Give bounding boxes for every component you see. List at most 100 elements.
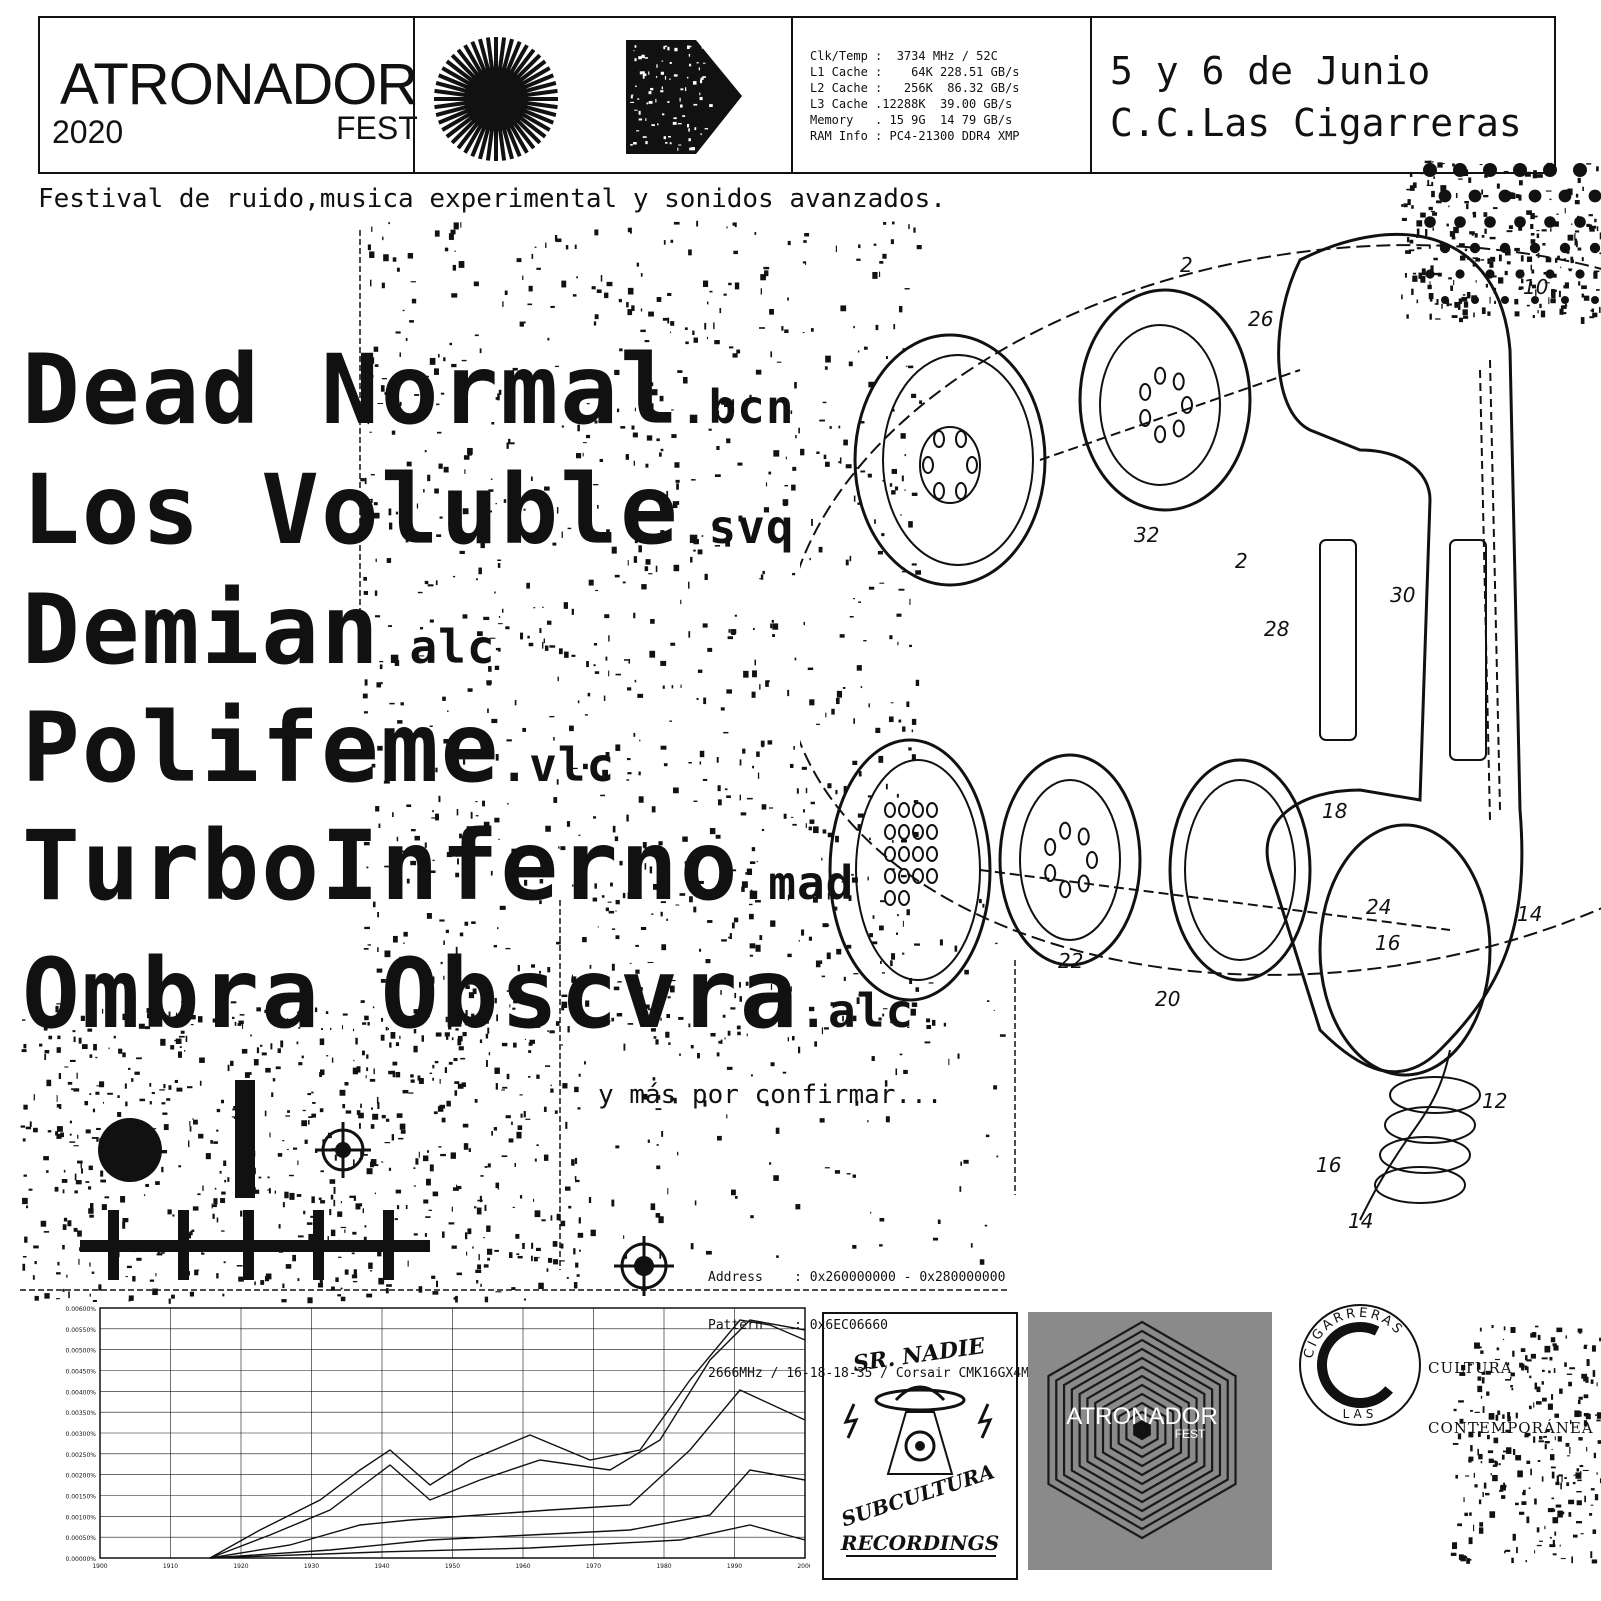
graph-x-tick: 1970 [586, 1563, 601, 1570]
play-arrow-icon [626, 40, 742, 154]
header-box: ATRONADOR 2020 FEST Clk/Temp : 3734 MHz … [38, 16, 1556, 174]
spec-line: L3 Cache .12288K 39.00 GB/s [810, 97, 1013, 111]
graph-x-tick: 1990 [727, 1563, 742, 1570]
artist-city: .svq [679, 500, 795, 554]
graph-y-tick: 0.00400% [65, 1389, 96, 1396]
sr-nadie-top: SR. NADIE [851, 1333, 987, 1377]
diagram-part-label: 30 [1390, 583, 1415, 607]
diagram-frame-oval [800, 244, 1601, 976]
cc-line: CULTURA [1428, 1359, 1513, 1377]
sponsor-sr-nadie: SR. NADIE SUBCULTURA RECORDINGS [822, 1312, 1018, 1580]
graph-y-tick: 0.00050% [65, 1535, 96, 1542]
festival-tagline: Festival de ruido,musica experimental y … [38, 184, 946, 214]
event-date: 5 y 6 de Junio [1110, 49, 1431, 93]
graph-y-tick: 0.00350% [65, 1410, 96, 1417]
artist-name: Dead Normal [22, 334, 680, 446]
graph-x-tick: 1960 [515, 1563, 530, 1570]
graph-x-tick: 1920 [233, 1563, 248, 1570]
diagram-part-label: 10 [1523, 275, 1548, 299]
sr-nadie-mid: SUBCULTURA [838, 1459, 997, 1531]
artist-name: Ombra Obscvra [22, 938, 800, 1050]
artist-row: Demian.alc [22, 582, 496, 678]
graph-y-tick: 0.00500% [65, 1348, 96, 1355]
more-to-confirm: y más por confirmar... [598, 1080, 943, 1110]
graph-y-tick: 0.00600% [65, 1306, 96, 1313]
graph-x-tick: 2000 [797, 1563, 810, 1570]
graph-x-tick: 1950 [445, 1563, 460, 1570]
graph-y-tick: 0.00150% [65, 1494, 96, 1501]
dot-icon [98, 1118, 162, 1182]
artist-row: Polifeme.vlc [22, 700, 615, 796]
cc-line: CONTEMPORÁNEA [1428, 1419, 1594, 1437]
graph-y-tick: 0.00300% [65, 1431, 96, 1438]
spec-line: Memory . 15 9G 14 79 GB/s [810, 113, 1013, 127]
decorative-symbols [80, 1080, 430, 1280]
diagram-part-label: 14 [1517, 902, 1542, 926]
diagram-part-label: 2 [1235, 549, 1248, 573]
festival-logo-year: 2020 [52, 114, 124, 150]
graph-x-tick: 1930 [304, 1563, 319, 1570]
sr-nadie-bottom: RECORDINGS [840, 1531, 999, 1555]
cultura-contemporanea: CULTURA CONTEMPORÁNEA [1428, 1318, 1594, 1458]
artist-city: .bcn [679, 380, 795, 434]
sponsor-atronador: ATRONADOR FEST [1028, 1312, 1272, 1570]
artist-city: .mad [739, 856, 855, 910]
spec-line: L1 Cache : 64K 228.51 GB/s [810, 65, 1020, 79]
graph-y-tick: 0.00250% [65, 1452, 96, 1459]
diagram-part-label: 24 [1366, 895, 1391, 919]
cigarreras-logo: CIGARRERAS LAS [1299, 1304, 1421, 1426]
graph-x-tick: 1980 [656, 1563, 671, 1570]
spec-line: RAM Info : PC4-21300 DDR4 XMP [810, 129, 1020, 143]
graph-y-tick: 0.00000% [65, 1556, 96, 1563]
festival-logo-title: ATRONADOR [60, 52, 418, 117]
diagram-part-label: 14 [1348, 1209, 1373, 1233]
spec-line: Clk/Temp : 3734 MHz / 52C [810, 49, 998, 63]
target-icon [614, 1236, 674, 1296]
graph-x-tick: 1910 [163, 1563, 178, 1570]
graph-y-tick: 0.00550% [65, 1327, 96, 1334]
artist-city: .alc [799, 984, 915, 1038]
diagram-part-label: 18 [1322, 799, 1347, 823]
diagram-part-label: 16 [1375, 931, 1400, 955]
ngram-graph: 0.00000% 0.00050% 0.00100% 0.00150% 0.00200%… [65, 1306, 810, 1570]
graph-y-tick: 0.00200% [65, 1473, 96, 1480]
artist-row: Ombra Obscvra.alc [22, 946, 914, 1042]
festival-logo-fest: FEST [336, 110, 418, 146]
artist-row: TurboInferno.mad [22, 818, 854, 914]
artist-name: Polifeme [22, 692, 501, 804]
artist-name: Los Voluble [22, 454, 680, 566]
graph-series-line [209, 1319, 806, 1559]
lightning-icon [843, 1403, 859, 1439]
lightning-icon [977, 1403, 993, 1439]
artist-city: .vlc [500, 738, 616, 792]
graph-y-tick: 0.00450% [65, 1369, 96, 1376]
spec-line: L2 Cache : 256K 86.32 GB/s [810, 81, 1020, 95]
diagram-part-label: 2 [1180, 253, 1193, 277]
graph-series-line [209, 1469, 806, 1559]
artist-name: TurboInferno [22, 810, 740, 922]
memory-line: Address : 0x260000000 - 0x280000000 [708, 1270, 1006, 1285]
diagram-part-label: 22 [1058, 949, 1083, 973]
memory-line: 2666MHz / 16-18-18-35 / Corsair CMK16GX4… [708, 1366, 1061, 1381]
system-specs: Clk/Temp : 3734 MHz / 52C L1 Cache : 64K… [810, 48, 1020, 144]
graph-series-line [209, 1319, 806, 1559]
diagram-part-label: 12 [1482, 1089, 1507, 1113]
header-divider [413, 18, 415, 172]
diagram-part-label: 20 [1155, 987, 1180, 1011]
diagram-part-label: 26 [1248, 307, 1273, 331]
graph-x-tick: 1940 [374, 1563, 389, 1570]
graph-y-tick: 0.00100% [65, 1514, 96, 1521]
cigarreras-las: LAS [1343, 1407, 1378, 1421]
header-divider [791, 18, 793, 172]
atronador-logo-sub: FEST [1175, 1427, 1206, 1441]
artist-row: Dead Normal.bcn [22, 342, 795, 438]
event-venue: C.C.Las Cigarreras [1110, 101, 1522, 145]
sunburst-icon [434, 37, 558, 161]
graph-series-line [209, 1524, 806, 1559]
graph-series-line [209, 1389, 806, 1559]
graph-x-tick: 1900 [92, 1563, 107, 1570]
sr-nadie-logo: SR. NADIE SUBCULTURA RECORDINGS [838, 1333, 999, 1557]
artist-name: Demian [22, 574, 381, 686]
